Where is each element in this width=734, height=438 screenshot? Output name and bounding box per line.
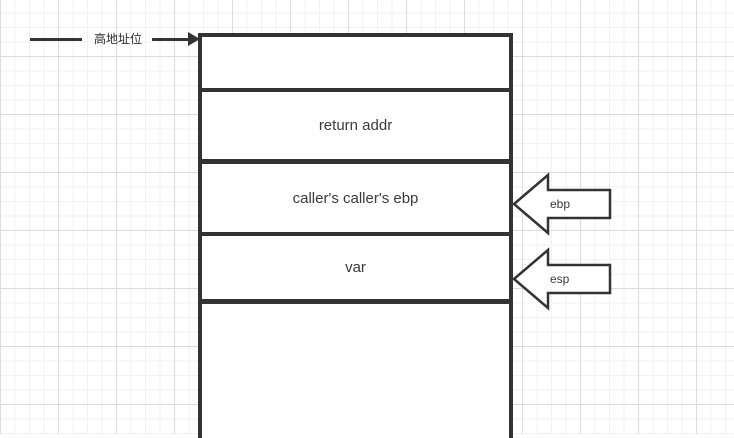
annotation-line-right — [152, 38, 190, 41]
left-arrow-icon — [512, 247, 612, 311]
pointer-arrow-ebp: ebp — [512, 172, 612, 236]
stack-cell-label: var — [345, 259, 366, 276]
stack-cell-label: return addr — [318, 117, 393, 134]
left-arrow-icon — [512, 172, 612, 236]
stack-cell-empty-bottom — [202, 304, 509, 438]
stack-cell-callers-callers-ebp: caller's caller's ebp — [202, 164, 509, 236]
arrow-head-icon — [188, 32, 200, 46]
high-address-label: 高地址位 — [93, 32, 142, 46]
stack-cell-empty-top — [202, 37, 509, 92]
annotation-line-left — [30, 38, 82, 41]
stack-cell-label: caller's caller's ebp — [292, 189, 419, 207]
pointer-arrow-esp: esp — [512, 247, 612, 311]
stack-frame: return addr caller's caller's ebp var — [198, 33, 513, 438]
stack-cell-var: var — [202, 236, 509, 304]
stack-cell-return-addr: return addr — [202, 92, 509, 164]
high-address-annotation: 高地址位 — [30, 26, 200, 54]
